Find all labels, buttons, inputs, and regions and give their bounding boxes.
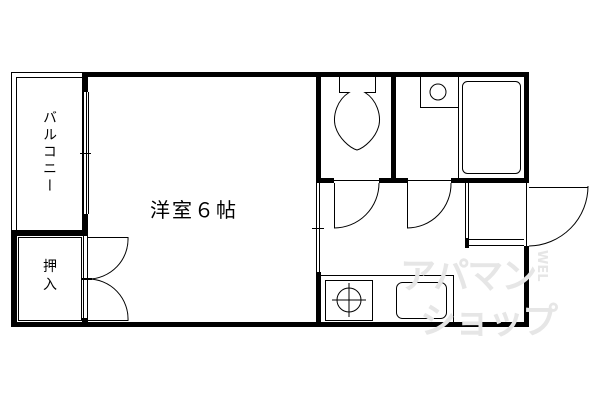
watermark-small: WEL (534, 250, 549, 282)
closet (18, 236, 129, 322)
entrance (465, 183, 589, 248)
closet-label: 押入 (43, 259, 57, 293)
walls (11, 72, 529, 327)
watermark-line2: ショップ (420, 301, 558, 342)
bathtub-icon (458, 77, 521, 178)
washbasin-icon (420, 77, 458, 108)
watermark-line1: アパマン (400, 256, 537, 297)
toilet-door (333, 180, 380, 229)
bath-door (406, 180, 452, 229)
kitchen-counter (321, 275, 454, 322)
stove-icon (325, 280, 373, 321)
sink-icon (396, 282, 447, 319)
balcony-window (80, 92, 91, 214)
toilet-icon (334, 77, 380, 151)
balcony-label: バルコニー (41, 110, 57, 195)
kitchen-window (312, 183, 324, 272)
main-room-label: 洋室６帖 (150, 198, 238, 222)
